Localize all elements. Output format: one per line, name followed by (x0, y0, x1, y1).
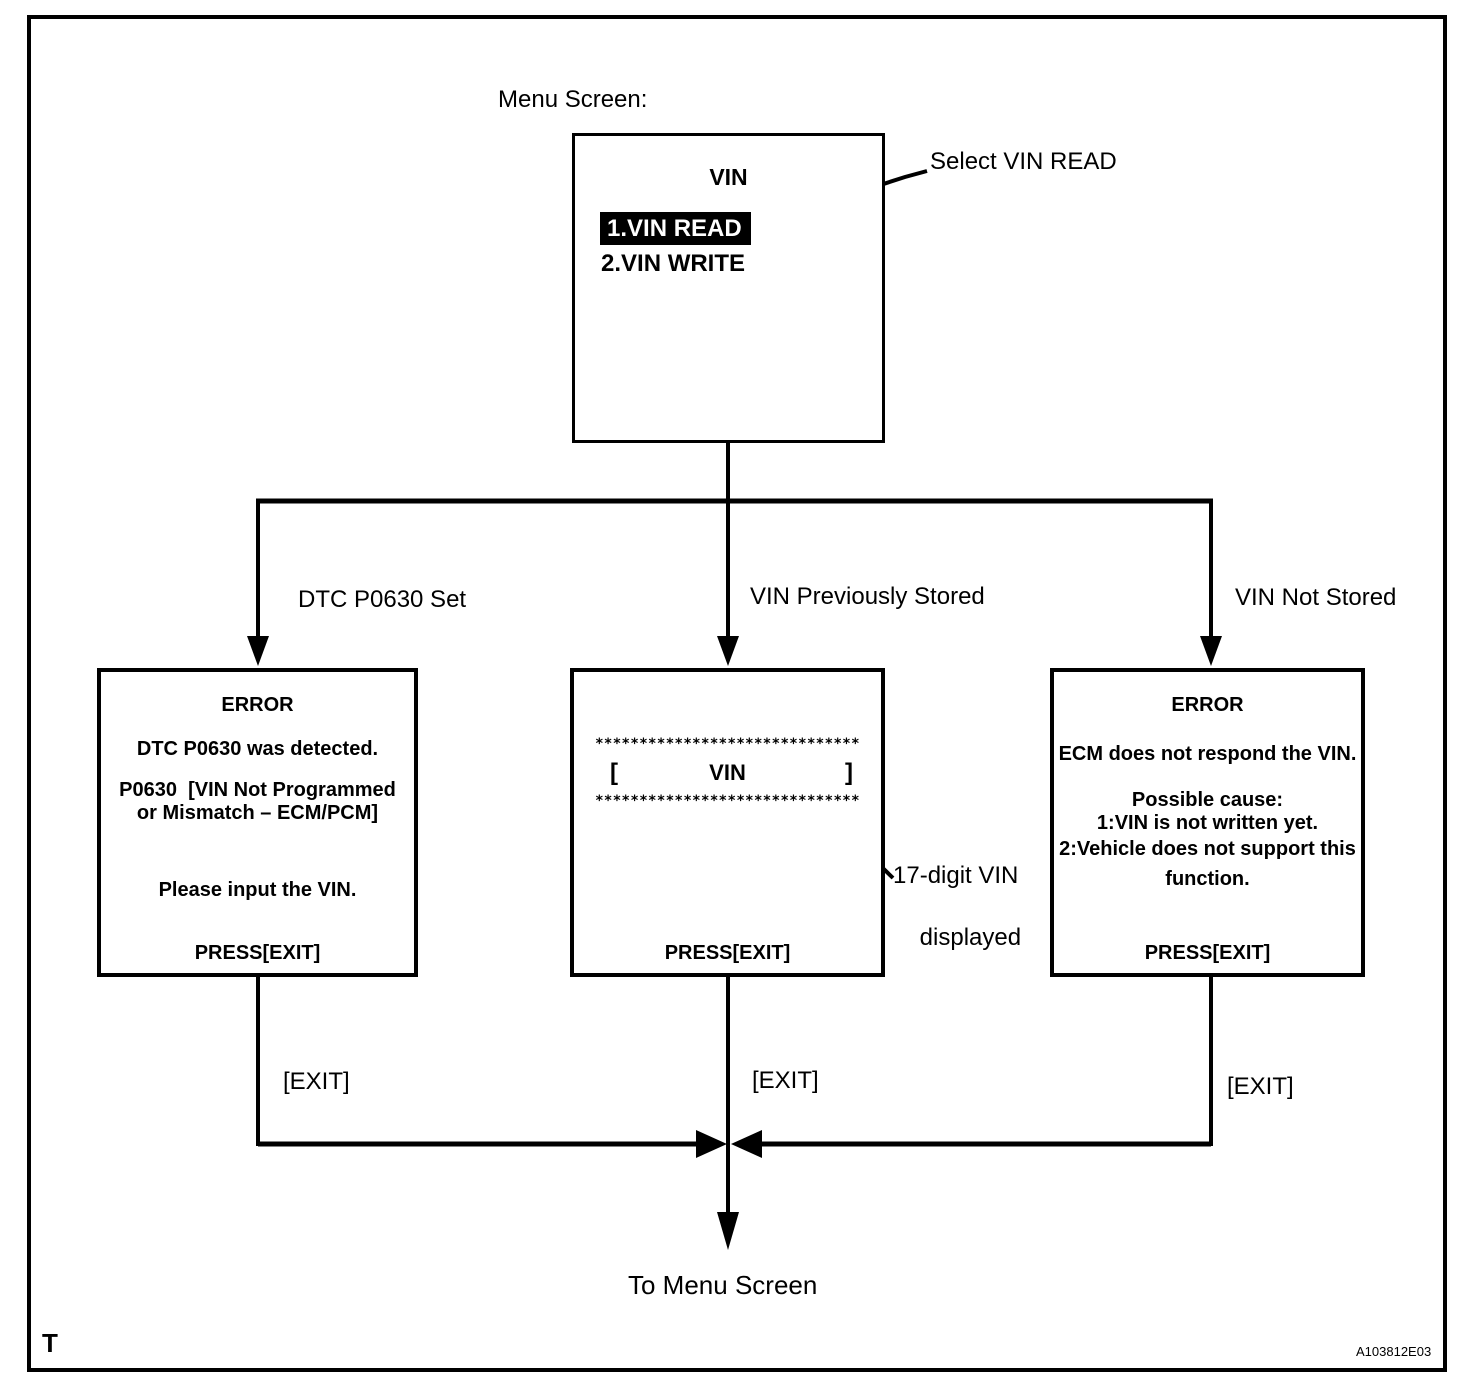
arrowhead-to-menu (717, 1212, 739, 1250)
error-line: Please input the VIN. (158, 879, 357, 901)
select-vin-read-label: Select VIN READ (930, 148, 1117, 175)
arrowhead-branch-right (1200, 636, 1222, 666)
diagram-border (27, 15, 1447, 1372)
menu-screen-box: VIN 1.VIN READ 2.VIN WRITE (572, 133, 885, 443)
open-bracket: [ (610, 759, 618, 786)
press-exit-label: PRESS[EXIT] (194, 942, 321, 964)
exit-label-middle: [EXIT] (752, 1067, 819, 1094)
error-title: ERROR (1171, 694, 1244, 716)
arrowhead-converge-right (731, 1130, 762, 1158)
press-exit-label: PRESS[EXIT] (1144, 942, 1271, 964)
vin-digits-callout: 17-digit VIN displayed (893, 860, 1021, 984)
close-bracket: ] (845, 759, 853, 786)
error-line: Possible cause: (1131, 789, 1284, 811)
error-line: DTC P0630 was detected. (136, 738, 379, 760)
error-line: or Mismatch – ECM/PCM] (136, 802, 379, 824)
error-title: ERROR (221, 694, 294, 716)
error-line: 2:Vehicle does not support this (1059, 838, 1356, 860)
error-line: P0630 [VIN Not Programmed (119, 779, 396, 801)
vin-digits-line1: 17-digit VIN (893, 862, 1019, 889)
stars-row-top: ****************************** (595, 736, 860, 752)
error-line: ECM does not respond the VIN. (1058, 743, 1357, 765)
vin-digits-line2: displayed (919, 924, 1022, 951)
stars-row-bottom: ****************************** (595, 793, 860, 809)
error-box-dtc-p0630: ERROR DTC P0630 was detected. P0630 [VIN… (97, 668, 418, 977)
to-menu-screen-label: To Menu Screen (628, 1270, 818, 1300)
error-line: 1:VIN is not written yet. (1096, 812, 1319, 834)
error-box-no-response: ERROR ECM does not respond the VIN. Poss… (1050, 668, 1365, 977)
menu-item-vin-read: 1.VIN READ (600, 212, 751, 245)
error-line: function. (1165, 868, 1250, 890)
branch-label-vin-not-stored: VIN Not Stored (1235, 584, 1397, 611)
vin-value-label: VIN (709, 760, 746, 785)
corner-letter: T (42, 1328, 58, 1358)
vin-display-box: ****************************** [ VIN ] *… (570, 668, 885, 977)
arrowhead-branch-left (247, 636, 269, 666)
press-exit-label: PRESS[EXIT] (664, 942, 791, 964)
branch-label-dtc-p0630-set: DTC P0630 Set (298, 586, 467, 613)
exit-label-left: [EXIT] (283, 1068, 350, 1095)
menu-title: VIN (709, 164, 748, 190)
arrowhead-branch-middle (717, 636, 739, 666)
menu-screen-label: Menu Screen: (498, 86, 648, 113)
arrowhead-converge-left (696, 1130, 727, 1158)
branch-label-vin-previously-stored: VIN Previously Stored (750, 583, 985, 610)
menu-item-vin-write: 2.VIN WRITE (601, 250, 746, 277)
exit-label-right: [EXIT] (1227, 1073, 1294, 1100)
figure-id: A103812E03 (1356, 1344, 1432, 1359)
